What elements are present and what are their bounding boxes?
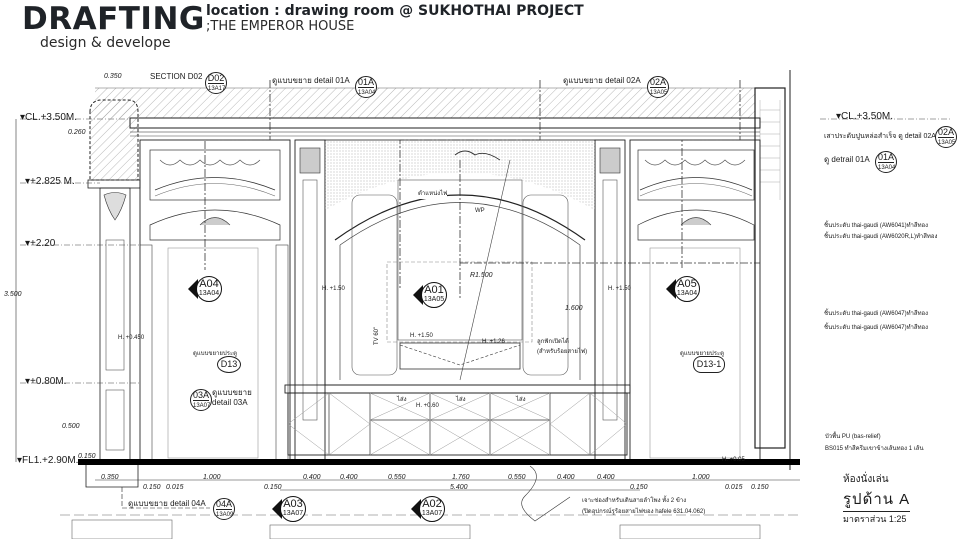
detail-04a-callout: ดูแบบขยาย detail 04A <box>128 499 206 508</box>
baseboard-note-1: บัวพื้น PU (bas-relief) <box>825 434 881 440</box>
dim-bottom: 0.550 <box>388 474 406 481</box>
drawer-label: ไส่ง <box>516 397 526 403</box>
dim-1600: 1.600 <box>565 305 583 312</box>
dim-0260: 0.260 <box>68 129 86 136</box>
dim-bottom: 0.150 <box>751 484 769 491</box>
dim-3500: 3.500 <box>4 291 22 298</box>
drawer-note-2: (สำหรับร้อยสายไฟ) <box>537 349 588 355</box>
drawing-title: รูปด้าน A <box>843 487 911 512</box>
height-mark: H. +1.50 <box>322 286 345 292</box>
speaker-wire-note-2: (ปิดอุปกรณ์รูร้อยสายไฟของ hafele 631.04.… <box>582 509 706 515</box>
level-080: ▾+0.80M. <box>25 376 67 387</box>
dim-0500: 0.500 <box>62 423 80 430</box>
dim-bottom: 1.760 <box>452 474 470 481</box>
tv-label: TV 60" <box>374 326 380 345</box>
level-220: ▾+2.20 <box>25 238 56 249</box>
detail-03a-note-1: ดูแบบขยาย <box>212 388 252 397</box>
thai-gaudi-note-1: ชิ้นประดับ thai-gaudi (AW6041)ทำสีทอง <box>824 223 929 229</box>
drawing-scale: มาตราส่วน 1:25 <box>843 514 907 524</box>
column-note: เสาประดับปูนหล่อสำเร็จ ดู detail 02A <box>824 133 936 140</box>
door-d13-note: ดูแบบขยายประตู <box>193 351 238 357</box>
detrail-01a-note: ดู detrail 01A <box>824 155 870 164</box>
dim-0150-left: 0.150 <box>78 453 96 460</box>
speaker-wire-note-1: เจาะช่องสำหรับเดินสายลำโพง ทั้ง 2 ข้าง <box>582 498 687 504</box>
detail-02a-callout: ดูแบบขยาย detail 02A <box>563 76 641 85</box>
dim-bottom: 0.350 <box>101 474 119 481</box>
light-position-note: ตำแหน่งไฟ <box>418 189 448 199</box>
dim-bottom: 0.400 <box>597 474 615 481</box>
arrow-left-icon <box>666 279 676 299</box>
level-2825: ▾+2.825 M. <box>25 176 75 187</box>
height-mark: H. +0.450 <box>118 335 145 341</box>
height-mark: H. +0.05 <box>722 457 745 463</box>
dim-bottom: 1.000 <box>203 474 221 481</box>
drawer-label: ไส่ง <box>397 397 407 403</box>
wp-mark: WP <box>475 208 485 214</box>
dim-bottom: 0.015 <box>725 484 743 491</box>
section-d02-label: SECTION D02 <box>150 72 203 81</box>
room-name: ห้องนั่งเล่น <box>843 474 889 485</box>
drawer-note-1: ลูกฟักเปิดได้ <box>537 339 569 345</box>
dim-r1500: R1.500 <box>470 272 493 279</box>
dim-bottom: 0.400 <box>340 474 358 481</box>
dim-bottom: 0.015 <box>166 484 184 491</box>
dim-bottom: 0.400 <box>303 474 321 481</box>
baseboard-note-2: BS015 ทำสีครีมเขาข้างเส้นทอง 1 เส้น <box>825 446 924 452</box>
height-mark: H. +1.50 <box>410 333 433 339</box>
door-tag-d13-1[interactable]: D13-1 <box>693 356 725 373</box>
dim-top-0350: 0.350 <box>104 73 122 80</box>
arrow-left-icon <box>188 279 198 299</box>
thai-gaudi-note-4: ชิ้นประดับ thai-gaudi (AW6047)ทำสีทอง <box>824 325 929 331</box>
detail-03a-note-2: detail 03A <box>212 398 248 407</box>
level-fl1: ▾FL1.+2.90M. <box>17 455 79 466</box>
dim-bottom: 0.400 <box>557 474 575 481</box>
thai-gaudi-note-2: ชิ้นประดับ thai-gaudi (AW6020R,L)ทำสีทอง <box>824 234 938 240</box>
dim-bottom: 1.000 <box>692 474 710 481</box>
brand-logo: DRAFTING <box>22 1 205 37</box>
door-tag-d13[interactable]: D13 <box>217 356 241 373</box>
level-cl-right: ▾CL.+3.50M. <box>836 111 894 122</box>
height-mark: H. +0.60 <box>416 403 439 409</box>
dim-bottom: 0.550 <box>508 474 526 481</box>
height-mark: H. +1.26 <box>482 339 505 345</box>
project-name: ;THE EMPEROR HOUSE <box>206 19 355 34</box>
height-mark: H. +1.50 <box>608 286 631 292</box>
level-cl-left: ▾CL.+3.50M. <box>20 112 78 123</box>
location-title: location : drawing room @ SUKHOTHAI PROJ… <box>206 3 584 19</box>
drawing-title-block: ห้องนั่งเล่น รูปด้าน A มาตราส่วน 1:25 <box>843 472 911 526</box>
door-d13-1-note: ดูแบบขยายประตู <box>680 351 725 357</box>
arrow-left-icon <box>411 499 421 519</box>
dim-bottom: 0.150 <box>630 484 648 491</box>
arrow-left-icon <box>413 285 423 305</box>
dim-bottom: 5.400 <box>450 484 468 491</box>
arrow-left-icon <box>272 499 282 519</box>
dim-bottom: 0.150 <box>264 484 282 491</box>
brand-tagline: design & develope <box>40 35 171 51</box>
drawer-label: ไส่ง <box>456 397 466 403</box>
detail-01a-callout: ดูแบบขยาย detail 01A <box>272 76 350 85</box>
dim-bottom: 0.150 <box>143 484 161 491</box>
thai-gaudi-note-3: ชิ้นประดับ thai-gaudi (AW6047)ทำสีทอง <box>824 311 929 317</box>
